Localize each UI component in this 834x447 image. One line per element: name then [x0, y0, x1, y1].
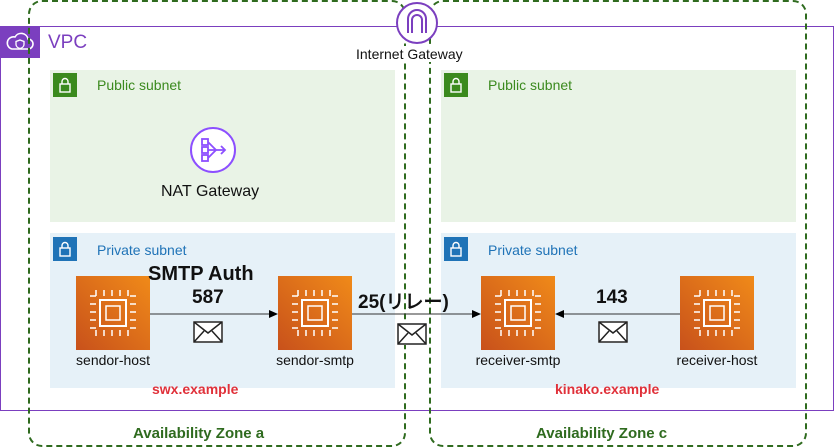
public-subnet-a-badge: [53, 73, 77, 97]
arrow-receiver-host-to-receiver-smtp: [555, 310, 680, 318]
vpc-cloud-icon: [6, 32, 34, 50]
arrow-sendor-host-to-sendor-smtp: [150, 310, 278, 318]
lock-icon: [59, 241, 71, 257]
ec2-instance-sendor-host: [76, 276, 150, 350]
envelope-icon: [397, 323, 427, 345]
ec2-instance-receiver-host: [680, 276, 754, 350]
ec2-chip-icon: [90, 290, 136, 336]
domain-label-c: kinako.example: [555, 381, 660, 397]
lock-icon: [450, 241, 462, 257]
arrow-sendor-smtp-to-receiver-smtp: [352, 310, 481, 318]
internet-gateway-icon: [395, 1, 439, 45]
smtp-auth-label: SMTP Auth: [148, 263, 254, 285]
ec2-instance-sendor-smtp: [278, 276, 352, 350]
port-143-label: 143: [596, 287, 628, 308]
ec2-chip-icon: [292, 290, 338, 336]
ec2-chip-icon: [694, 290, 740, 336]
public-subnet-a-label: Public subnet: [97, 77, 182, 93]
vpc-badge: [0, 26, 40, 58]
envelope-icon: [193, 321, 223, 343]
internet-gateway-label: Internet Gateway: [354, 46, 465, 62]
nat-gateway-icon: [189, 126, 237, 174]
private-subnet-c-label: Private subnet: [488, 242, 578, 258]
domain-label-a: swx.example: [152, 381, 239, 397]
public-subnet-c-label: Public subnet: [488, 77, 573, 93]
ec2-instance-receiver-smtp: [481, 276, 555, 350]
nat-gateway-label: NAT Gateway: [161, 183, 260, 200]
private-subnet-a-badge: [53, 237, 77, 261]
availability-zone-c-label: Availability Zone c: [536, 425, 668, 442]
availability-zone-c: [429, 0, 807, 447]
lock-icon: [450, 77, 462, 93]
availability-zone-a-label: Availability Zone a: [133, 425, 265, 442]
port-25-relay-label: 25(リレー): [358, 292, 449, 313]
host-label-sendor-host: sendor-host: [76, 352, 150, 368]
public-subnet-c-badge: [444, 73, 468, 97]
lock-icon: [59, 77, 71, 93]
host-label-receiver-host: receiver-host: [676, 352, 758, 368]
public-subnet-c: [441, 70, 796, 222]
host-label-receiver-smtp: receiver-smtp: [475, 352, 561, 368]
host-label-sendor-smtp: sendor-smtp: [276, 352, 354, 368]
private-subnet-c-badge: [444, 237, 468, 261]
private-subnet-a-label: Private subnet: [97, 242, 187, 258]
vpc-label: VPC: [48, 32, 88, 53]
envelope-icon: [598, 321, 628, 343]
port-587-label: 587: [192, 287, 224, 308]
ec2-chip-icon: [495, 290, 541, 336]
availability-zone-a: [28, 0, 406, 447]
